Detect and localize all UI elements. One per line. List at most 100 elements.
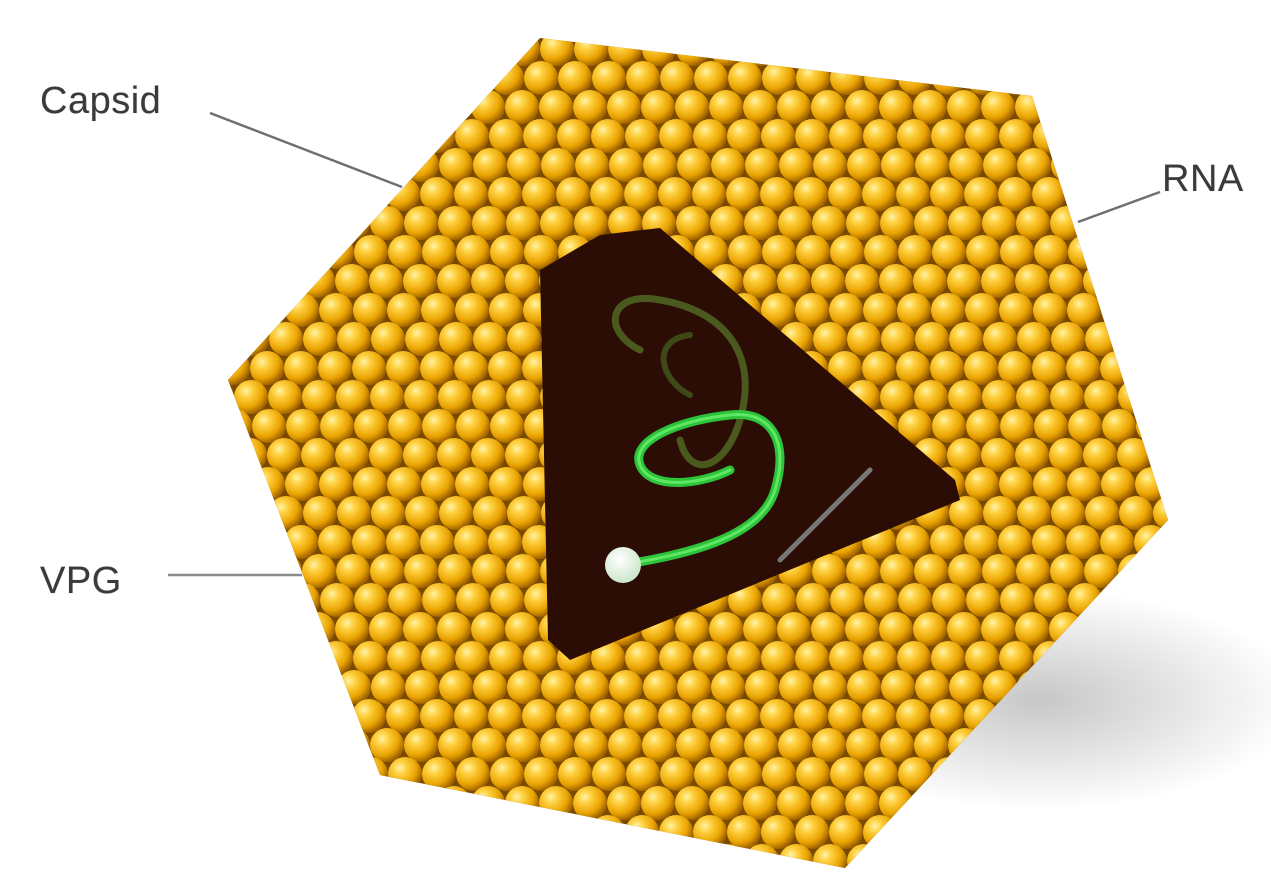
capsid-sphere — [1135, 293, 1169, 327]
capsid-sphere — [1119, 148, 1153, 182]
capsid-sphere — [1118, 32, 1152, 66]
capsid-sphere — [439, 148, 473, 182]
capsid-sphere — [199, 612, 233, 646]
capsid-sphere — [590, 699, 624, 733]
capsid-sphere — [352, 3, 386, 37]
capsid-sphere — [284, 3, 318, 37]
capsid-sphere — [879, 264, 913, 298]
capsid-sphere — [898, 583, 932, 617]
capsid-sphere — [659, 815, 693, 849]
capsid-sphere — [318, 177, 352, 211]
capsid-sphere — [184, 409, 218, 443]
capsid-sphere — [1136, 235, 1170, 269]
capsid-sphere — [420, 525, 454, 559]
capsid-sphere — [320, 409, 354, 443]
capsid-sphere — [269, 670, 303, 704]
capsid-sphere — [915, 322, 949, 356]
capsid-sphere — [507, 670, 541, 704]
capsid-sphere — [302, 554, 336, 588]
capsid-sphere — [880, 32, 914, 66]
capsid-sphere — [999, 293, 1033, 327]
capsid-sphere — [183, 293, 217, 327]
capsid-sphere — [624, 3, 658, 37]
capsid-sphere — [505, 438, 539, 472]
capsid-sphere — [811, 612, 845, 646]
capsid-sphere — [386, 699, 420, 733]
capsid-sphere — [828, 177, 862, 211]
capsid-sphere — [1168, 351, 1202, 385]
capsid-sphere — [711, 844, 745, 872]
capsid-sphere — [795, 293, 829, 327]
capsid-sphere — [370, 32, 404, 66]
capsid-sphere — [250, 3, 284, 37]
capsid-sphere — [930, 699, 964, 733]
capsid-sphere — [335, 90, 369, 124]
capsid-sphere — [387, 641, 421, 675]
capsid-sphere — [319, 641, 353, 675]
capsid-sphere — [743, 786, 777, 820]
capsid-sphere — [505, 90, 539, 124]
capsid-sphere — [1034, 409, 1068, 443]
capsid-sphere — [454, 525, 488, 559]
capsid-sphere — [796, 583, 830, 617]
capsid-sphere — [1049, 90, 1083, 124]
capsid-sphere — [643, 670, 677, 704]
capsid-sphere — [760, 177, 794, 211]
capsid-sphere — [319, 467, 353, 501]
capsid-sphere — [828, 699, 862, 733]
capsid-sphere — [200, 728, 234, 762]
capsid-sphere — [421, 293, 455, 327]
capsid-sphere — [1084, 554, 1118, 588]
capsid-sphere — [1050, 554, 1084, 588]
capsid-sphere — [609, 844, 643, 872]
capsid-sphere — [898, 61, 932, 95]
capsid-sphere — [1034, 61, 1068, 95]
capsid-sphere — [286, 61, 320, 95]
capsid-sphere — [268, 206, 302, 240]
capsid-sphere — [625, 119, 659, 153]
capsid-sphere — [660, 757, 694, 791]
capsid-sphere — [880, 380, 914, 414]
capsid-sphere — [710, 32, 744, 66]
capsid-sphere — [201, 322, 235, 356]
capsid-sphere — [200, 206, 234, 240]
capsid-sphere — [336, 206, 370, 240]
capsid-sphere — [335, 612, 369, 646]
capsid-sphere — [437, 438, 471, 472]
capsid-sphere — [1135, 467, 1169, 501]
capsid-sphere — [949, 844, 983, 872]
capsid-sphere — [403, 90, 437, 124]
capsid-sphere — [1066, 351, 1100, 385]
capsid-sphere — [386, 351, 420, 385]
capsid-sphere — [845, 264, 879, 298]
capsid-sphere — [507, 148, 541, 182]
capsid-sphere — [591, 119, 625, 153]
capsid-sphere — [218, 235, 252, 269]
capsid-sphere — [1168, 3, 1202, 37]
capsid-sphere — [675, 786, 709, 820]
capsid-sphere — [1153, 496, 1187, 530]
capsid-sphere — [625, 641, 659, 675]
capsid-sphere — [507, 496, 541, 530]
capsid-sphere — [1067, 293, 1101, 327]
capsid-sphere — [488, 699, 522, 733]
capsid-sphere — [641, 90, 675, 124]
capsid-sphere — [641, 786, 675, 820]
capsid-sphere — [182, 525, 216, 559]
capsid-sphere — [981, 438, 1015, 472]
capsid-sphere — [1169, 815, 1203, 849]
capsid-sphere — [233, 438, 267, 472]
capsid-sphere — [608, 32, 642, 66]
capsid-sphere — [573, 786, 607, 820]
capsid-sphere — [456, 583, 490, 617]
capsid-sphere — [439, 496, 473, 530]
capsid-sphere — [540, 728, 574, 762]
capsid-sphere — [1151, 264, 1185, 298]
capsid-sphere — [489, 641, 523, 675]
capsid-sphere — [558, 61, 592, 95]
capsid-sphere — [692, 3, 726, 37]
capsid-sphere — [522, 3, 556, 37]
capsid-sphere — [1066, 525, 1100, 559]
capsid-sphere — [539, 90, 573, 124]
capsid-sphere — [301, 90, 335, 124]
